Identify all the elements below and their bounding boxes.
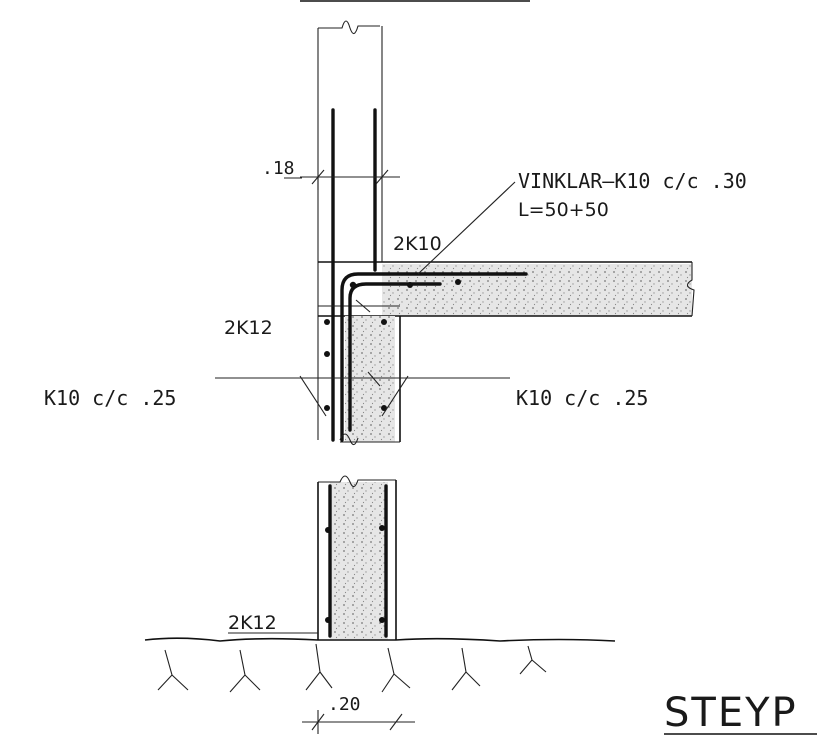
wall-core-concrete: [345, 316, 395, 442]
lower-wall-concrete: [330, 482, 388, 640]
stirrup-leader-right: [381, 375, 409, 417]
rebar-dot: [381, 405, 387, 411]
hook-mark: [367, 371, 381, 387]
stirrups-right-label: K10 c/c .25: [516, 386, 648, 410]
stirrup-leader-left: [299, 375, 327, 417]
top-bar-label: 2K10: [393, 233, 442, 255]
rebar-dot: [324, 319, 330, 325]
rebar-dot: [455, 279, 461, 285]
rebar-dot: [325, 617, 331, 623]
rebar-dot: [381, 319, 387, 325]
dimension-upper-wall: .18: [262, 158, 400, 190]
break-symbol-top: [318, 20, 380, 35]
dimension-tick-right: [375, 169, 389, 185]
rebar-dot: [407, 282, 413, 288]
dimension-lower-wall: .20: [302, 694, 415, 734]
ground-hatch: [451, 647, 481, 691]
ground-hatch: [305, 643, 333, 691]
length-label: L=50+50: [518, 199, 609, 221]
upper-wall: [317, 20, 383, 442]
ground-hatch: [519, 645, 547, 675]
vinklar-leader-line: [417, 181, 516, 275]
ground-line: [144, 637, 616, 642]
break-symbol-slab: [686, 262, 695, 317]
drawing-title: STEYP: [664, 690, 798, 736]
rebar-dot: [325, 527, 331, 533]
ground: [144, 637, 616, 693]
break-symbol-lower: [318, 475, 396, 488]
rebar-dot: [379, 617, 385, 623]
bars-lower-label: 2K12: [228, 612, 277, 634]
break-symbol-mid: [339, 433, 359, 446]
dimension-tick-right-lower: [389, 713, 403, 731]
stirrups-left-label: K10 c/c .25: [44, 386, 176, 410]
rebar-dot: [379, 525, 385, 531]
rebar-dot: [324, 405, 330, 411]
ground-hatch: [381, 647, 411, 693]
rebar-l-bent-bar: [340, 272, 528, 442]
rebar-dot: [324, 351, 330, 357]
vinklar-label: VINKLAR—K10 c/c .30: [518, 169, 747, 193]
ground-hatch: [229, 649, 261, 693]
slab-and-junction: [215, 261, 695, 446]
bars-upper-label: 2K12: [224, 317, 273, 339]
dimension-label-upper: .18: [262, 158, 295, 179]
slab-concrete: [382, 264, 692, 316]
hook-mark: [355, 299, 371, 313]
rebar-dot: [349, 281, 357, 289]
lower-wall: [317, 475, 397, 640]
ground-hatch: [157, 649, 189, 691]
dimension-label-lower: .20: [328, 694, 361, 715]
